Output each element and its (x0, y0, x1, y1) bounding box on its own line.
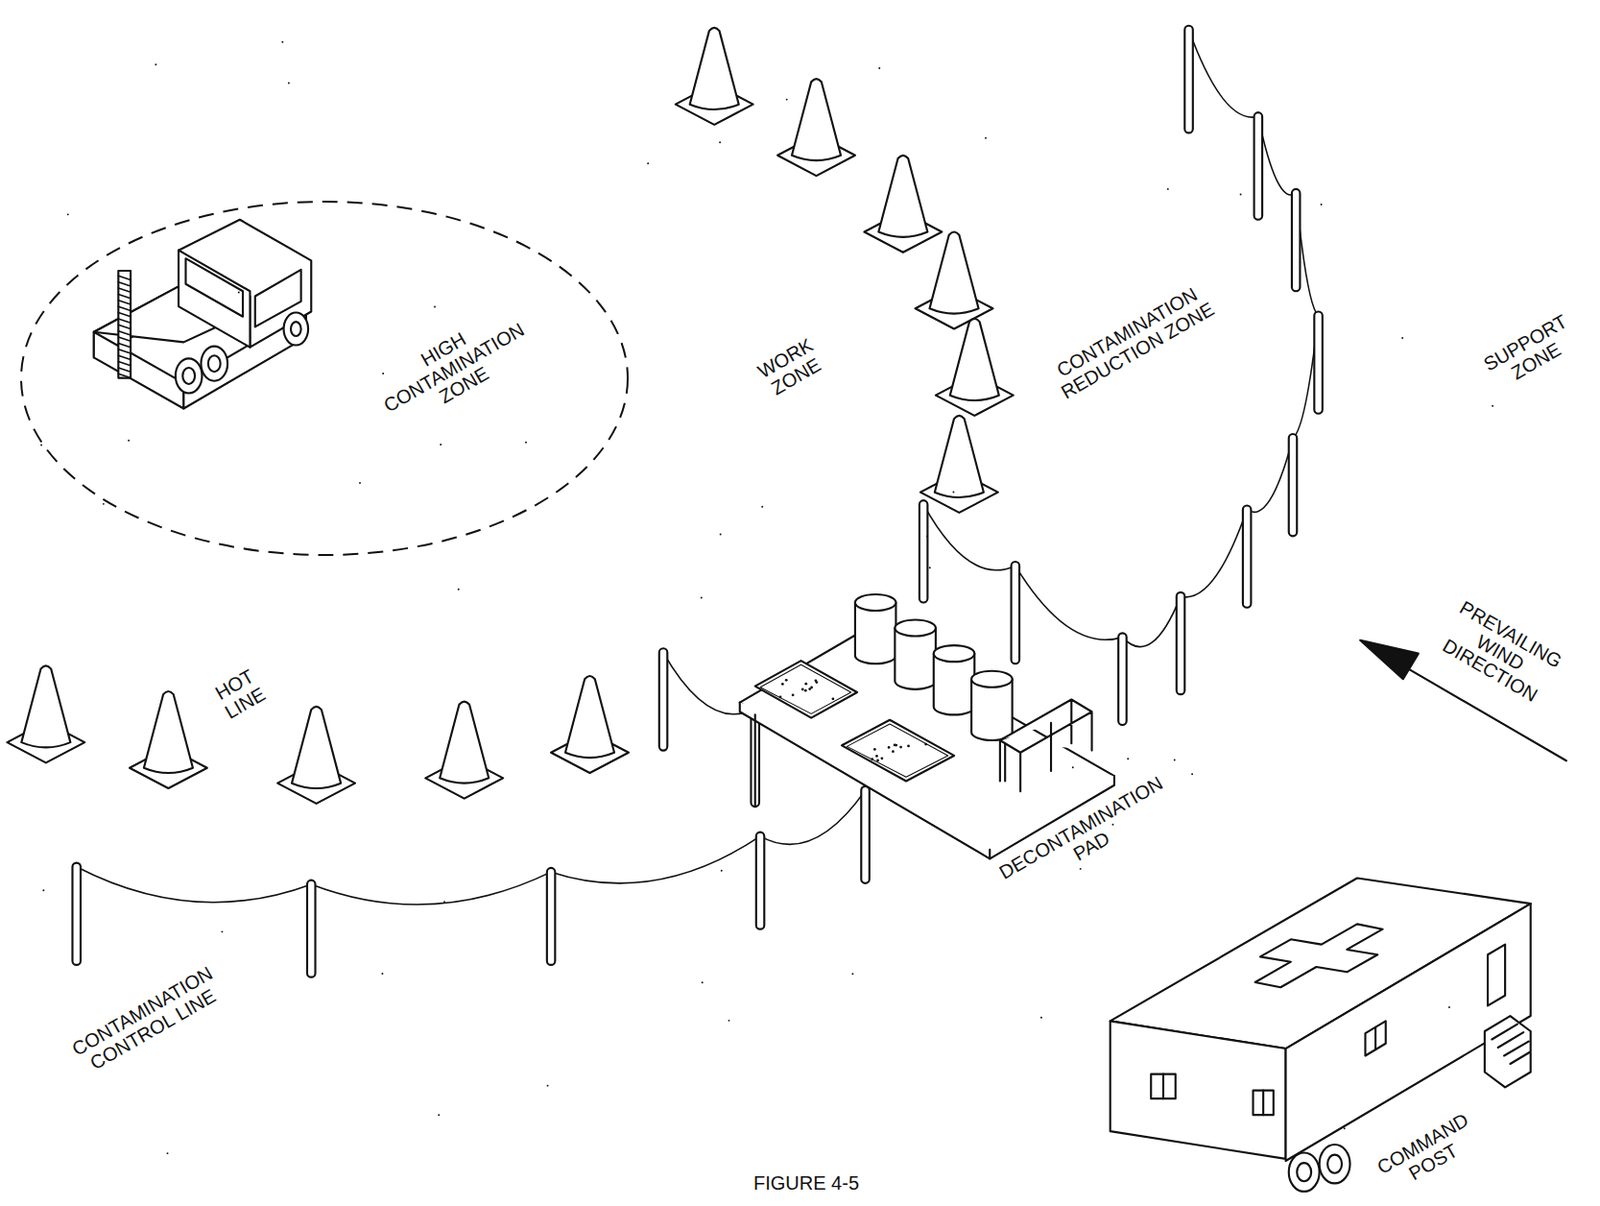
zone-label: HIGH CONTAMINATION ZONE (363, 297, 545, 438)
post (919, 500, 929, 602)
rope (550, 835, 761, 884)
post (860, 786, 870, 884)
zone-label: WORK ZONE (749, 332, 834, 405)
rope (1122, 596, 1181, 647)
cone (930, 232, 980, 314)
post (1184, 25, 1194, 134)
post (1289, 433, 1298, 536)
cone (950, 318, 1000, 401)
striped-pole (118, 270, 131, 379)
barrel-top (894, 620, 936, 637)
post (1242, 504, 1252, 607)
rope (310, 871, 551, 905)
post (659, 647, 669, 750)
barrel-top (971, 670, 1013, 688)
post (1011, 561, 1021, 664)
cone (791, 78, 841, 161)
barrel-top (933, 644, 976, 662)
rope (1189, 29, 1259, 118)
ellipse-outline (21, 201, 628, 555)
post (1176, 592, 1186, 694)
cone (143, 691, 193, 773)
cone (291, 706, 341, 789)
rope (1246, 437, 1293, 512)
post (71, 862, 81, 965)
rope (1015, 565, 1123, 640)
post (307, 880, 316, 978)
post (756, 832, 765, 930)
ground-texture (40, 41, 1494, 1154)
rope (1258, 116, 1296, 195)
cone (690, 27, 740, 110)
rope (760, 789, 866, 844)
rope (923, 503, 1016, 570)
rope (1180, 509, 1247, 598)
cone (878, 155, 928, 238)
rope-barrier (71, 25, 1322, 978)
line-label: HOT LINE (204, 661, 276, 726)
cone (439, 701, 489, 784)
post (547, 867, 556, 965)
rope (76, 866, 312, 903)
zone-ellipse: HIGH CONTAMINATION ZONE (19, 199, 630, 557)
post (1254, 112, 1264, 220)
zone-label: SUPPORT ZONE (1475, 308, 1588, 397)
post (1118, 632, 1127, 725)
cone (565, 675, 615, 758)
cone (934, 415, 984, 498)
post (1291, 189, 1301, 291)
cone (21, 665, 71, 747)
post (1313, 310, 1323, 413)
equipment-label: COMMAND POST (1367, 1105, 1489, 1199)
dashed-ellipse (19, 199, 630, 557)
decon-pad (740, 594, 1115, 859)
truck (94, 219, 311, 409)
line-label: CONTAMINATION CONTROL LINE (62, 958, 233, 1081)
figure-caption: FIGURE 4-5 (753, 1172, 860, 1195)
barrel-top (855, 594, 897, 611)
zone-label: CONTAMINATION REDUCTION ZONE (1047, 280, 1218, 403)
